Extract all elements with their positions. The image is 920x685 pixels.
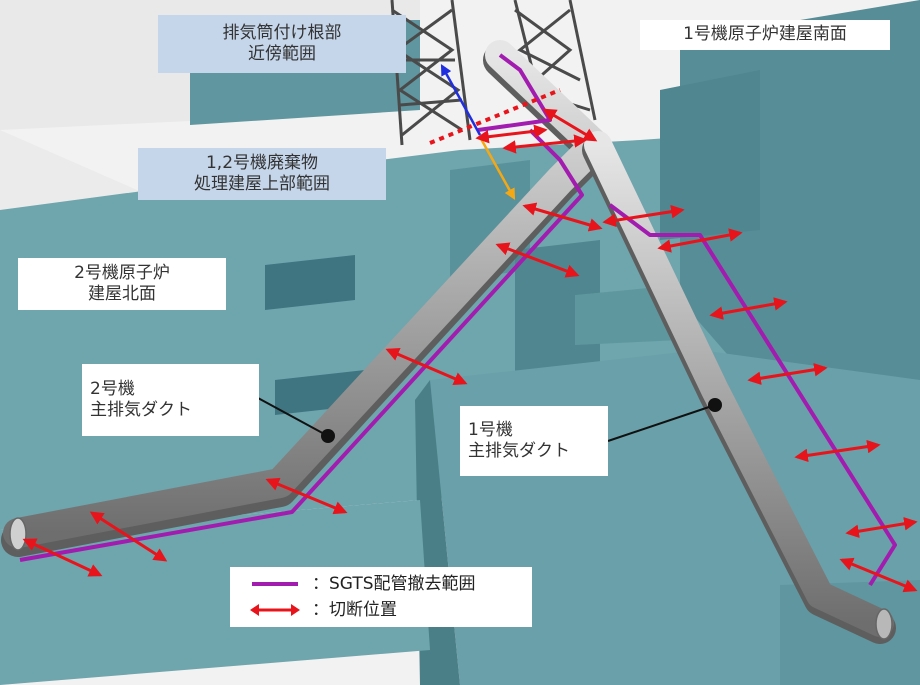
upper-block [660,70,760,240]
unit2-duct-pointer-dot [321,429,335,443]
stack-root-boundary [429,88,561,145]
cut-arrow [657,228,743,253]
cut-arrow [747,363,828,385]
orange-range-arrow [478,136,516,200]
unit1-duct-pointer-dot [708,398,722,412]
cut-arrow [522,202,603,232]
leader-lines [257,397,716,442]
cut-arrow [475,124,548,144]
unit1-main-duct [584,131,894,637]
legend: ：SGTS配管撤去範囲 ：切断位置 [230,567,532,627]
cut-arrow [385,348,468,385]
label-unit2-reactor-north: 2号機原子炉 建屋北面 [18,258,226,310]
label-stack-root-area: 排気筒付け根部 近傍範囲 [158,15,406,73]
cut-arrow [542,108,598,142]
legend-cut-label: ：切断位置 [312,600,397,620]
cut-arrow [839,557,918,593]
label-unit1-reactor-south: 1号機原子炉建屋南面 [640,20,890,50]
cut-arrow [845,517,918,538]
label-unit1-main-duct: 1号機 主排気ダクト [460,406,608,476]
cut-arrow [265,477,348,515]
legend-sgts-label: ：SGTS配管撤去範囲 [312,574,476,594]
cut-arrow [495,242,580,278]
cut-arrow [794,439,881,463]
dark-inset-a [265,255,355,310]
cut-legend-swatch [250,604,300,616]
blue-range-arrow [440,64,482,136]
cut-arrow [709,297,788,320]
sgts-legend-swatch [252,582,298,586]
cut-arrow [602,204,685,228]
cut-positions [22,108,918,593]
label-waste-building-area: 1,2号機廃棄物 処理建屋上部範囲 [138,148,386,200]
label-unit2-main-duct: 2号機 主排気ダクト [82,364,259,436]
cut-arrow [22,538,103,577]
cut-arrow [89,511,168,562]
